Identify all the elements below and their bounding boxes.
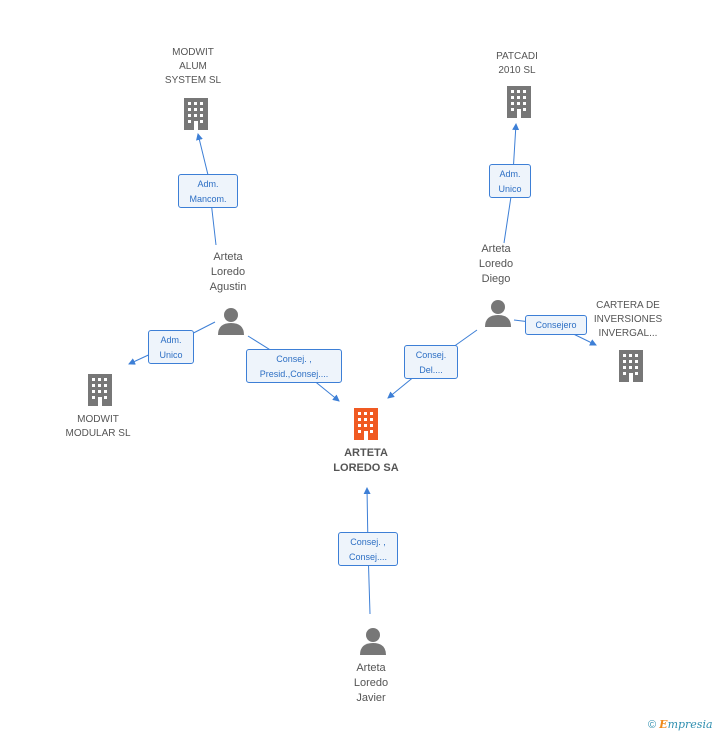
main-company-label[interactable]: ARTETA LOREDO SA: [333, 447, 399, 474]
building-icon[interactable]: [503, 84, 535, 120]
person-label-diego[interactable]: Arteta Loredo Diego: [478, 243, 514, 285]
company-label-cartera[interactable]: CARTERA DE INVERSIONES INVERGAL...: [593, 300, 663, 339]
relation-label-consejero[interactable]: Consejero: [525, 315, 587, 335]
person-icon[interactable]: [358, 626, 388, 656]
building-icon[interactable]: [615, 348, 647, 384]
relation-label-adm-unico-modular[interactable]: Adm. Unico: [148, 330, 194, 364]
building-icon[interactable]: [180, 96, 212, 132]
main-company-building-icon[interactable]: [350, 406, 382, 442]
company-label-modwit-alum[interactable]: MODWIT ALUM SYSTEM SL: [164, 47, 222, 86]
relation-label-consej-del[interactable]: Consej. Del....: [404, 345, 458, 379]
company-label-patcadi[interactable]: PATCADI 2010 SL: [496, 51, 538, 76]
relation-label-consej-presid[interactable]: Consej. , Presid.,Consej....: [246, 349, 342, 383]
person-label-agustin[interactable]: Arteta Loredo Agustin: [209, 251, 247, 293]
relation-label-consej-javier[interactable]: Consej. , Consej....: [338, 532, 398, 566]
company-label-modwit-modular[interactable]: MODWIT MODULAR SL: [65, 414, 131, 439]
brand-initial: E: [659, 718, 668, 731]
copyright-symbol: ©: [648, 719, 657, 731]
empresia-footer[interactable]: © Empresia: [648, 718, 713, 731]
building-icon[interactable]: [84, 372, 116, 408]
relation-label-adm-mancom[interactable]: Adm. Mancom.: [178, 174, 238, 208]
relation-label-adm-unico-patcadi[interactable]: Adm. Unico: [489, 164, 531, 198]
person-icon[interactable]: [216, 306, 246, 336]
person-label-javier[interactable]: Arteta Loredo Javier: [353, 662, 389, 704]
brand-name: mpresia: [667, 718, 713, 731]
person-icon[interactable]: [483, 298, 513, 328]
